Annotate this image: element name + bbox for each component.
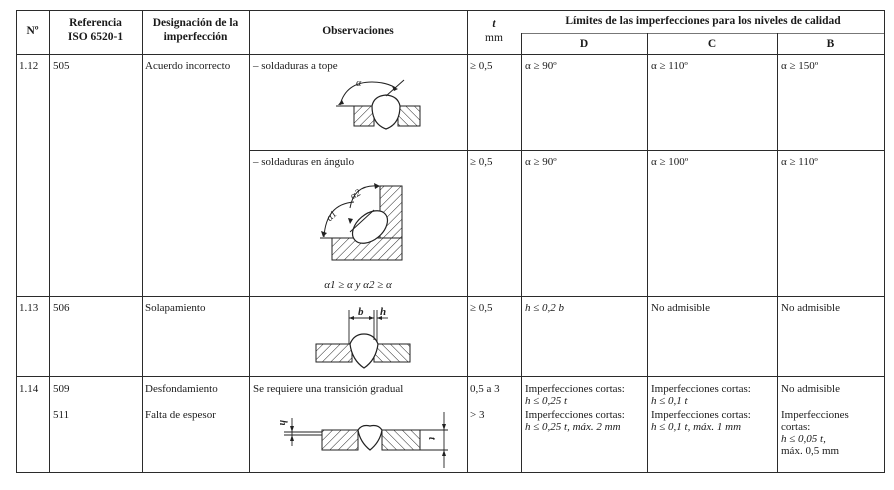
row-1-14a-C-l2: h ≤ 0,1 t — [651, 395, 688, 407]
row-1-12b-D: α ≥ 90º — [525, 156, 557, 168]
svg-text:α2: α2 — [349, 187, 363, 202]
row-1-12b-obs: – soldaduras en ángulo — [253, 156, 355, 168]
table-border-top — [16, 10, 885, 12]
row-1-13-D: h ≤ 0,2 b — [525, 302, 565, 314]
row-1-14b-designation: Falta de espesor — [145, 409, 216, 421]
row-1-12-subdivider — [249, 150, 885, 152]
header-level-B: B — [826, 38, 835, 50]
col-divider-obs — [249, 10, 251, 473]
svg-text:h: h — [380, 306, 386, 318]
row-1-13-B: No admisible — [781, 302, 840, 314]
root-concavity-diagram-icon: h t — [277, 412, 448, 468]
butt-weld-diagram-icon: α — [336, 78, 421, 130]
row-1-12a-C: α ≥ 110º — [651, 60, 688, 72]
header-bottom — [16, 54, 885, 56]
col-divider-t — [467, 10, 469, 473]
row-1-12b-caption: α1 ≥ α y α2 ≥ α — [324, 279, 392, 291]
col-divider-designation — [142, 10, 144, 473]
row-1-14b-C-l1: Imperfecciones cortas: — [651, 409, 751, 421]
header-designation-l2: imperfección — [163, 31, 228, 43]
row-1-14a-C-l1: Imperfecciones cortas: — [651, 383, 751, 395]
fillet-weld-diagram-icon: α1 α2 — [320, 183, 403, 261]
row-1-14b-B-l4: máx. 0,5 mm — [781, 445, 840, 457]
row-1-13-C: No admisible — [651, 302, 710, 314]
row-1-12b-t: ≥ 0,5 — [470, 156, 493, 168]
row-1-14b-B-l1: Imperfecciones — [781, 409, 849, 421]
svg-text:b: b — [358, 306, 364, 318]
row-1-14a-ref: 509 — [53, 383, 70, 395]
col-divider-D — [521, 33, 523, 473]
header-level-D: D — [579, 38, 589, 50]
table-border-left — [16, 10, 18, 473]
row-1-12-num: 1.12 — [19, 60, 39, 72]
header-designation-l1: Designación de la — [152, 17, 239, 29]
header-ref-l2: ISO 6520-1 — [67, 31, 124, 43]
row-1-14b-ref: 511 — [53, 409, 70, 421]
row-1-14b-B-l3: h ≤ 0,05 t, — [781, 433, 826, 445]
header-level-C: C — [707, 38, 717, 50]
row-1-12a-B: α ≥ 150º — [781, 60, 819, 72]
row-1-14b-D-l1: Imperfecciones cortas: — [525, 409, 625, 421]
row-1-14b-D-l2: h ≤ 0,25 t, máx. 2 mm — [525, 421, 621, 433]
row-1-14b-t: > 3 — [470, 409, 485, 421]
row-1-12b-C: α ≥ 100º — [651, 156, 689, 168]
row-1-12a-obs: – soldaduras a tope — [253, 60, 338, 72]
header-t-unit: mm — [485, 32, 503, 44]
row-1-13-num: 1.13 — [19, 302, 39, 314]
row-1-12-designation: Acuerdo incorrecto — [145, 60, 231, 72]
svg-text:α: α — [356, 78, 362, 89]
row-1-14a-B: No admisible — [781, 383, 840, 395]
row-1-13-t: ≥ 0,5 — [470, 302, 493, 314]
col-divider-C — [647, 33, 649, 473]
row-1-12a-D: α ≥ 90º — [525, 60, 557, 72]
col-divider-ref — [49, 10, 51, 473]
row-1-12a-t: ≥ 0,5 — [470, 60, 493, 72]
row-1-12-bottom — [16, 296, 885, 298]
row-1-13-bottom — [16, 376, 885, 378]
row-1-12b-B: α ≥ 110º — [781, 156, 818, 168]
row-1-14a-t: 0,5 a 3 — [470, 383, 500, 395]
header-subdivider — [521, 33, 885, 34]
row-1-12-ref: 505 — [53, 60, 70, 72]
row-1-14b-C-l2: h ≤ 0,1 t, máx. 1 mm — [651, 421, 742, 433]
row-1-14a-D-l1: Imperfecciones cortas: — [525, 383, 625, 395]
header-ref-l1: Referencia — [69, 17, 122, 29]
row-1-13-ref: 506 — [53, 302, 70, 314]
row-1-14-obs: Se requiere una transición gradual — [253, 383, 404, 395]
row-1-14a-designation: Desfondamiento — [145, 383, 218, 395]
table-border-right — [884, 10, 886, 473]
svg-text:h: h — [277, 420, 288, 426]
row-1-14b-B-l2: cortas: — [781, 421, 811, 433]
imperfections-table: Nº Referencia ISO 6520-1 Designación de … — [16, 10, 886, 474]
table-border-bottom — [16, 472, 885, 474]
svg-text:t: t — [426, 437, 437, 441]
header-limits: Límites de las imperfecciones para los n… — [565, 15, 841, 27]
row-1-13-designation: Solapamiento — [145, 302, 206, 314]
overlap-diagram-icon: b h — [315, 306, 411, 369]
header-num: Nº — [26, 25, 39, 37]
row-1-14-num: 1.14 — [19, 383, 39, 395]
header-observations: Observaciones — [322, 25, 394, 37]
header-t: t — [492, 18, 496, 30]
row-1-14a-D-l2: h ≤ 0,25 t — [525, 395, 568, 407]
col-divider-B — [777, 33, 779, 473]
